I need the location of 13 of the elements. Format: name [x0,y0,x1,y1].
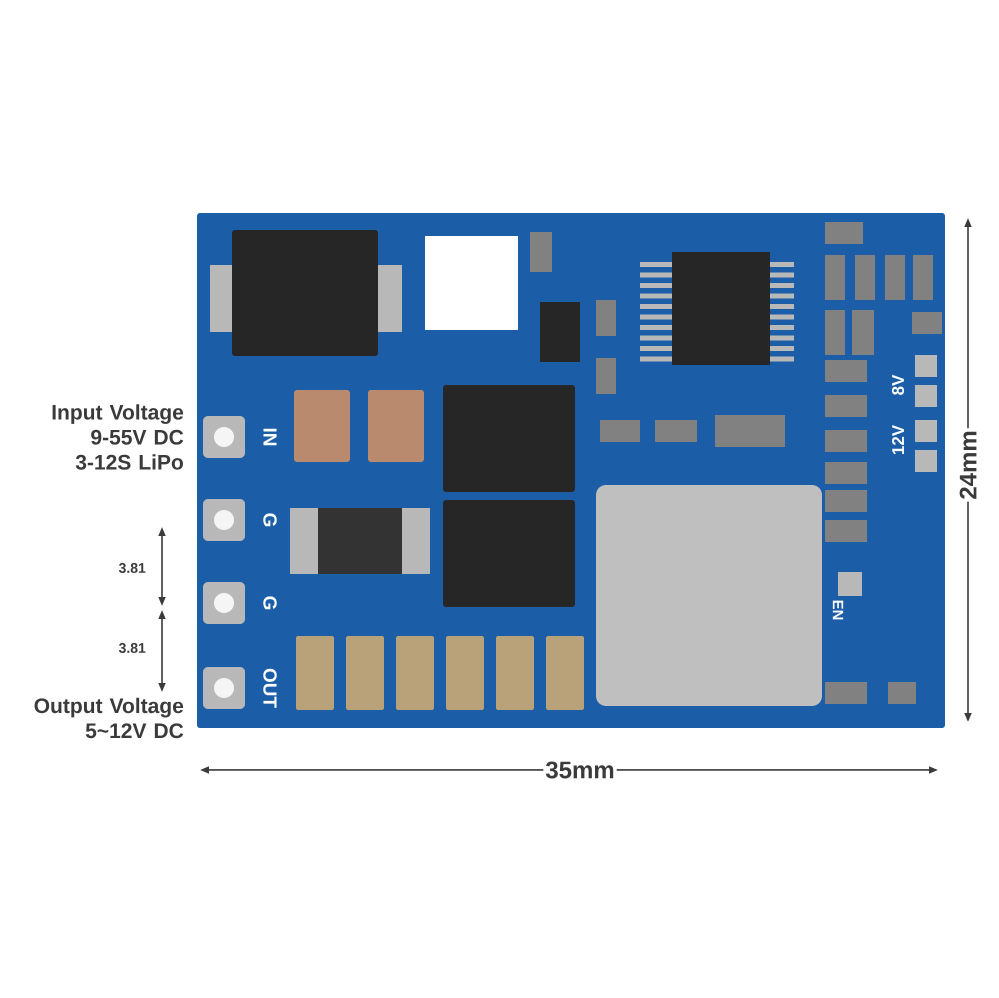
voltage-note: Input Voltage 9-55V DC 3-12S LiPo [52,404,184,470]
pad-label: G [263,596,277,610]
voltage-note: Output Voltage 5~12V DC [34,698,184,738]
pad-label: IN [263,428,277,446]
pad-label: G [263,513,277,526]
dimension-value: 24mm [958,428,978,502]
pin-label: EN [832,600,844,620]
dimension-value: 35mm [543,759,617,780]
jumper-label: 8V [892,374,904,395]
dimension-value: 3.81 [118,643,146,653]
pad-label: OUT [263,668,277,708]
dimension-value: 3.81 [118,563,146,573]
jumper-label: 12V [892,424,904,454]
